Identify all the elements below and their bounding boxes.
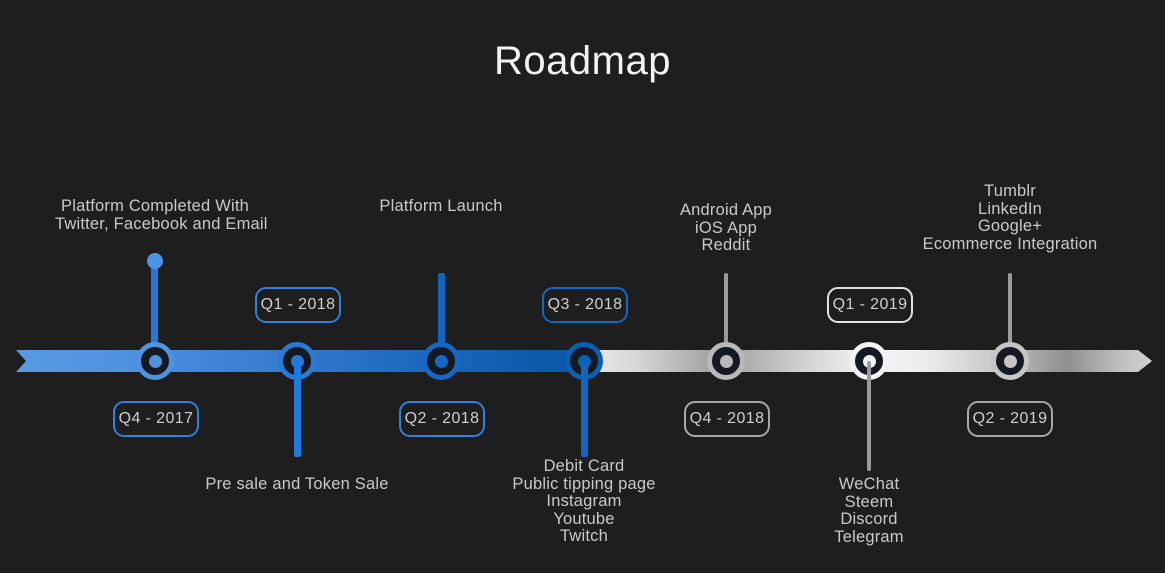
milestone-note-q4-2018: Android App iOS App Reddit	[626, 201, 826, 255]
note-line: Platform Completed With	[61, 197, 249, 215]
quarter-pill-q2-2019[interactable]: Q2 - 2019	[967, 401, 1053, 437]
note-line: Discord	[840, 510, 898, 528]
stem-q2-2018	[438, 273, 445, 361]
milestone-marker-q4-2017[interactable]	[136, 342, 174, 380]
stem-q1-2019	[867, 361, 871, 471]
milestone-marker-q4-2018[interactable]	[707, 342, 745, 380]
stem-q1-2018	[294, 361, 301, 457]
milestone-note-q2-2019: Tumblr LinkedIn Google+ Ecommerce Integr…	[910, 182, 1110, 253]
note-line: Tumblr	[984, 182, 1036, 200]
note-line: Steem	[844, 492, 894, 511]
milestone-marker-q2-2019[interactable]	[991, 342, 1029, 380]
milestone-note-q3-2018: Debit Card Public tipping page Instagram…	[484, 457, 684, 546]
milestone-note-q4-2017: Platform Completed With Twitter, Faceboo…	[55, 197, 268, 233]
stem-cap-dot-icon	[146, 253, 163, 269]
note-line: Telegram	[834, 527, 904, 546]
note-line: Platform Launch	[379, 197, 503, 215]
note-line: Google+	[977, 217, 1043, 235]
note-line: Public tipping page	[512, 474, 656, 493]
quarter-pill-q3-2018[interactable]: Q3 - 2018	[542, 287, 628, 323]
marker-core-icon	[148, 354, 162, 368]
note-line: iOS App	[695, 218, 757, 237]
note-line: Twitter, Facebook and Email	[55, 214, 268, 233]
note-line: Pre sale and Token Sale	[205, 475, 389, 493]
page-title: Roadmap	[494, 38, 671, 83]
quarter-pill-q4-2017[interactable]: Q4 - 2017	[113, 401, 199, 437]
milestone-note-q1-2018: Pre sale and Token Sale	[197, 475, 397, 494]
milestone-marker-q2-2018[interactable]	[422, 342, 460, 380]
note-line: Twitch	[560, 527, 608, 545]
milestone-note-q2-2018: Platform Launch	[341, 197, 541, 216]
note-line: Instagram	[546, 492, 622, 510]
quarter-pill-q4-2018[interactable]: Q4 - 2018	[684, 401, 770, 437]
stem-q2-2019	[1008, 273, 1012, 361]
note-line: Debit Card	[543, 457, 625, 475]
marker-core-icon	[719, 354, 733, 368]
note-line: WeChat	[838, 475, 900, 493]
milestone-note-q1-2019: WeChat Steem Discord Telegram	[769, 475, 969, 546]
stem-q4-2018	[724, 273, 728, 361]
note-line: LinkedIn	[978, 199, 1042, 218]
note-line: Youtube	[553, 509, 615, 528]
marker-core-icon	[1003, 354, 1017, 368]
stem-q3-2018	[581, 361, 588, 457]
marker-core-icon	[434, 354, 448, 368]
note-line: Android App	[679, 201, 773, 219]
quarter-pill-q1-2019[interactable]: Q1 - 2019	[827, 287, 913, 323]
stem-q4-2017	[146, 253, 163, 361]
note-line: Reddit	[701, 236, 751, 254]
quarter-pill-q2-2018[interactable]: Q2 - 2018	[399, 401, 485, 437]
quarter-pill-q1-2018[interactable]: Q1 - 2018	[255, 287, 341, 323]
note-line: Ecommerce Integration	[922, 234, 1098, 253]
